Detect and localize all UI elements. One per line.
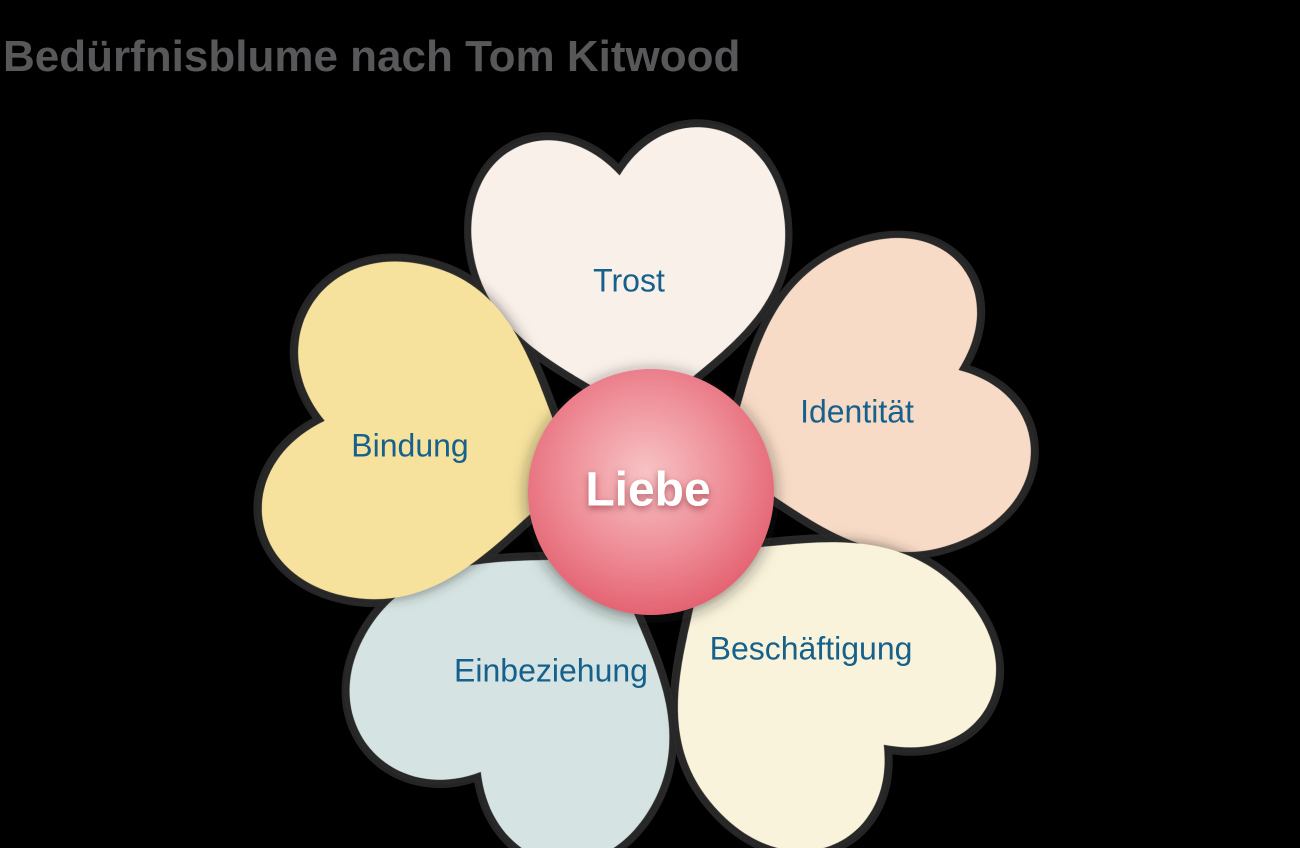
petal-label-trost: Trost <box>593 262 665 299</box>
petal-label-bindung: Bindung <box>351 427 469 464</box>
petal-label-beschaeftigung: Beschäftigung <box>709 630 913 667</box>
petal-label-einbeziehung: Einbeziehung <box>454 652 648 689</box>
page-title: Bedürfnisblume nach Tom Kitwood <box>3 32 741 81</box>
center-label: Liebe <box>585 463 711 517</box>
flower-center-circle <box>528 369 774 615</box>
petal-label-identitaet: Identität <box>800 393 914 430</box>
